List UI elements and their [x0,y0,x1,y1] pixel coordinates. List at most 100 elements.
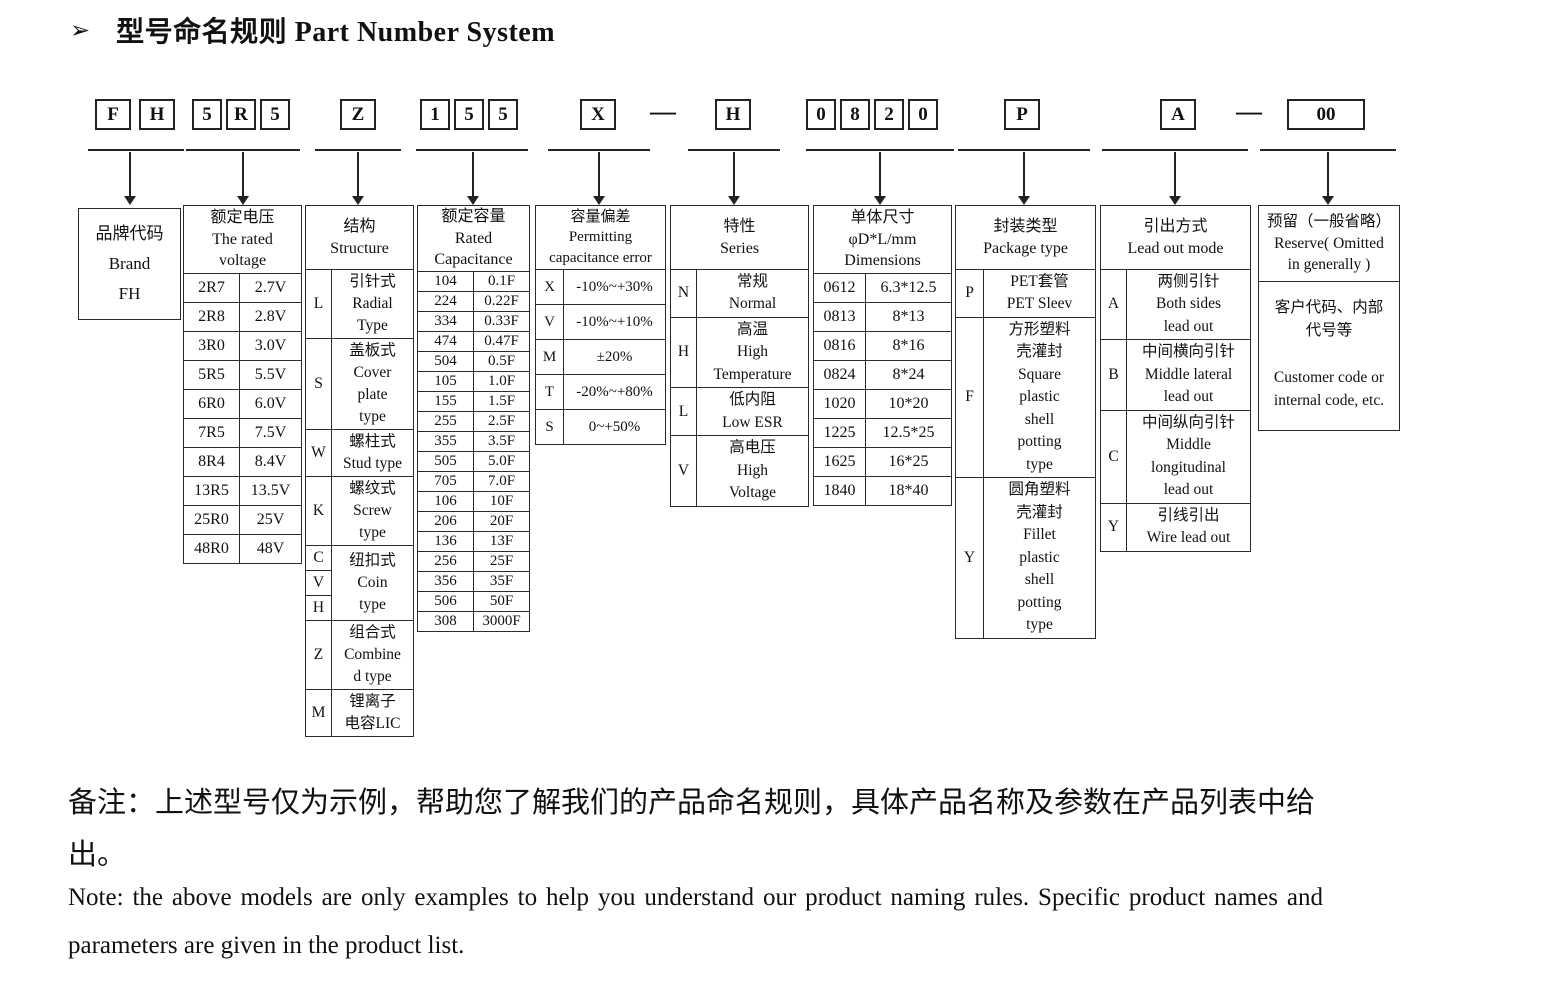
title-bullet-icon: ➢ [70,16,91,44]
series-header: 特性 Series [669,205,810,270]
value-cell: -10%~+30% [563,269,666,305]
label-cell: 圆角塑料 壳灌封 Fillet plastic shell potting ty… [982,477,1097,639]
code-box-structure: Z [340,99,376,130]
down-arrow-icon [593,152,605,205]
arrow-head [352,196,364,205]
code-cell: 505 [417,450,474,472]
arrow-shaft [129,152,131,197]
code-box-reserve: 00 [1287,99,1365,130]
value-cell: 50F [472,590,531,612]
code-cell: 104 [417,270,474,292]
code-underline [806,149,954,151]
table-header-row: 封装类型 Package type [954,205,1097,270]
value-cell: 16*25 [864,446,953,477]
label-cell: 常规 Normal [695,269,810,318]
value-cell: 13.5V [238,475,303,506]
code-box-capacitance: 1 [420,99,450,130]
value-cell: 48V [238,533,303,564]
code-cell: 355 [417,430,474,452]
code-cell: M [535,339,564,375]
code-cell: 106 [417,490,474,512]
label-cell: 两侧引针 Both sides lead out [1126,268,1251,341]
value-cell: 13F [472,530,531,552]
value-cell: 6.0V [238,388,303,419]
label-cell: PET套管 PET Sleev [982,269,1097,318]
value-cell: 8*13 [864,301,953,332]
code-cell: W [305,429,332,477]
note-english: Note: the above models are only examples… [68,884,1323,959]
table-header-row: 额定电压 The rated voltage [182,205,303,274]
value-cell: 18*40 [864,475,953,506]
value-cell: 3000F [472,610,531,632]
code-underline [548,149,650,151]
value-cell: 0.5F [472,350,531,372]
value-cell: 0.33F [472,310,531,332]
value-cell: -10%~+10% [563,304,666,340]
code-cell: V [305,570,332,596]
value-cell: 7.0F [472,470,531,492]
down-arrow-icon [237,152,249,205]
code-box-dimensions: 2 [874,99,904,130]
code-cell: H [670,316,697,389]
value-cell: 20F [472,510,531,532]
code-cell: Y [1100,502,1127,552]
code-cell: 13R5 [183,475,240,506]
down-arrow-icon [467,152,479,205]
reserve-body: 客户代码、内部 代号等 Customer code or internal co… [1273,299,1385,410]
code-box-series: H [715,99,751,130]
code-cell: 1225 [813,417,866,448]
value-cell: ±20% [563,339,666,375]
value-cell: 10F [472,490,531,512]
down-arrow-icon [1169,152,1181,205]
code-cell: 308 [417,610,474,632]
down-arrow-icon [124,152,136,205]
code-cell: F [955,316,984,479]
code-cell: 136 [417,530,474,552]
table-row: X-10%~+30% [535,269,666,305]
value-cell: 7.5V [238,417,303,448]
arrow-shaft [1023,152,1025,197]
code-box-capacitance: 5 [488,99,518,130]
label-cell: 方形塑料 壳灌封 Square plastic shell potting ty… [982,316,1097,479]
code-cell: 3R0 [183,330,240,361]
code-cell: S [535,409,564,445]
code-cell: 2R7 [183,272,240,303]
arrow-shaft [733,152,735,197]
code-box-package: P [1004,99,1040,130]
table-row: V [305,570,414,596]
code-box-brand: F [95,99,131,130]
code-cell: 206 [417,510,474,532]
arrow-head [1169,196,1181,205]
label-cell: 中间纵向引针 Middle longitudinal lead out [1126,409,1251,504]
value-cell: 0~+50% [563,409,666,445]
label-cell: 引针式 Radial Type [331,269,414,339]
code-cell: 1020 [813,388,866,419]
code-cell: 504 [417,350,474,372]
